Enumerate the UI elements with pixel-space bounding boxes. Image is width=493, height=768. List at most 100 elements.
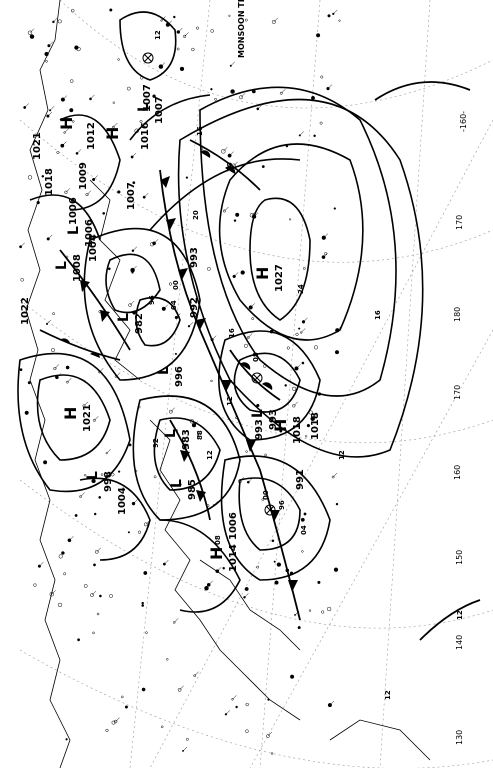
station-marker	[117, 58, 120, 61]
station-marker	[66, 380, 69, 384]
wind-barb	[239, 477, 244, 482]
fronts	[39, 81, 481, 641]
station-marker	[263, 364, 267, 368]
station-marker	[222, 566, 225, 570]
station-marker	[57, 602, 63, 608]
isobar-value-label: 1022	[20, 297, 31, 325]
wind-barb	[131, 152, 137, 158]
wind-barb	[301, 328, 306, 333]
station-marker	[313, 134, 316, 138]
contour-value-label: 20	[192, 210, 200, 220]
station-marker	[24, 410, 29, 415]
station-marker	[289, 218, 292, 221]
station-marker	[292, 404, 296, 408]
station-marker	[204, 585, 209, 591]
wind-barb	[208, 580, 213, 585]
contour-value-label: 24	[297, 284, 305, 294]
wind-barb	[174, 618, 179, 623]
wind-barb	[251, 211, 257, 216]
station-marker	[231, 698, 234, 701]
wind-barb	[329, 700, 335, 706]
monsoon-trough-label: MONSOON TR	[237, 0, 246, 58]
station-marker	[284, 384, 287, 387]
station-marker	[76, 46, 81, 52]
station-marker	[29, 34, 35, 39]
station-marker	[196, 26, 199, 30]
station-marker	[111, 720, 116, 725]
station-marker	[113, 719, 118, 724]
station-marker	[100, 473, 104, 476]
station-marker	[49, 592, 54, 597]
isobars	[17, 11, 424, 613]
station-marker	[319, 121, 323, 125]
station-marker	[231, 163, 236, 169]
wind-barb	[48, 234, 53, 240]
station-marker	[121, 695, 124, 699]
wind-barb	[230, 61, 235, 66]
wind-barb	[64, 128, 69, 133]
station-marker	[301, 361, 305, 365]
station-marker	[233, 219, 237, 222]
station-marker	[98, 309, 102, 314]
wind-barb	[337, 326, 342, 331]
station-marker	[270, 752, 274, 755]
station-marker	[301, 550, 304, 553]
station-marker	[141, 601, 144, 605]
station-marker	[256, 403, 260, 408]
wind-barb	[129, 300, 135, 306]
station-marker	[92, 418, 96, 422]
station-marker	[63, 572, 67, 576]
station-marker	[82, 404, 86, 408]
station-marker	[245, 702, 249, 707]
station-marker	[65, 365, 70, 370]
station-marker	[173, 15, 176, 19]
wind-barb	[257, 104, 262, 110]
center-value: 1018	[292, 416, 303, 444]
station-marker	[79, 495, 82, 498]
center-value: 982	[134, 313, 145, 334]
wind-barb	[178, 27, 183, 33]
station-marker	[110, 472, 115, 477]
wind-barb	[54, 364, 60, 369]
center-letter-h: H	[103, 127, 122, 140]
station-marker	[181, 749, 185, 753]
station-marker	[279, 91, 283, 95]
center-value: 998	[103, 471, 114, 492]
station-marker	[321, 610, 325, 614]
wind-barb	[253, 212, 259, 217]
station-marker	[183, 34, 187, 38]
center-letter-l: L	[250, 409, 266, 418]
station-marker	[311, 95, 315, 100]
station-marker	[269, 329, 274, 334]
wind-barb	[333, 9, 338, 15]
station-marker	[298, 327, 301, 330]
wind-barb	[69, 536, 74, 541]
isobar-value-label: 1009	[78, 162, 89, 190]
station-marker	[210, 88, 213, 91]
center-value: 1027	[274, 264, 285, 292]
station-marker	[212, 504, 216, 507]
wind-barb	[132, 246, 138, 251]
station-marker	[168, 409, 173, 414]
center-value: 1008	[72, 254, 83, 282]
station-marker	[267, 698, 270, 701]
station-marker	[273, 560, 276, 563]
meridian-label: 170	[455, 215, 464, 230]
station-marker	[57, 19, 62, 24]
wind-barb	[90, 94, 95, 100]
station-marker	[206, 504, 210, 508]
contour-value-label: 00	[172, 280, 180, 290]
station-marker	[127, 531, 130, 534]
station-marker	[105, 728, 109, 732]
station-marker	[174, 352, 177, 355]
contour-value-label: 16	[228, 328, 236, 338]
station-marker	[152, 94, 156, 98]
station-marker	[317, 392, 322, 396]
station-marker	[285, 568, 290, 573]
station-marker	[92, 631, 95, 635]
wind-barb	[93, 175, 98, 180]
station-marker	[117, 470, 121, 473]
station-marker	[271, 539, 275, 543]
wind-barb	[164, 559, 169, 565]
